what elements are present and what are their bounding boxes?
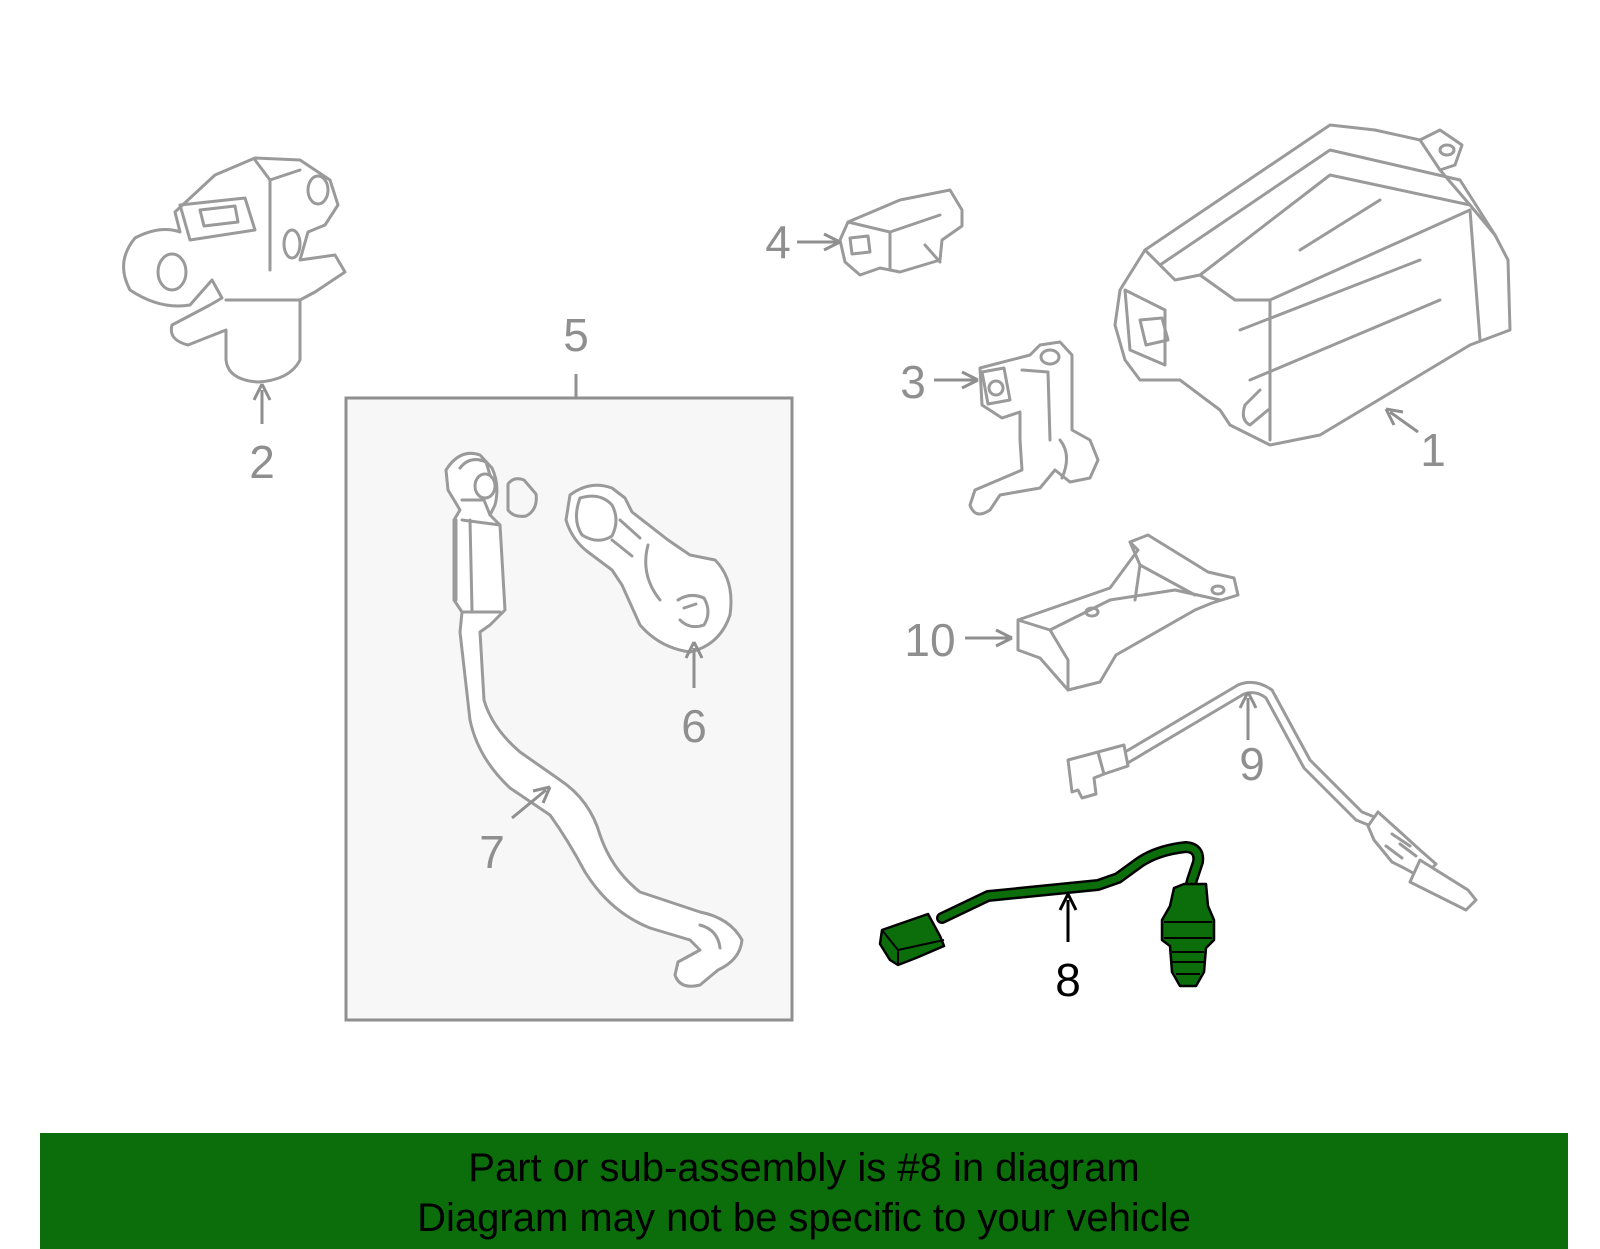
callout-1[interactable]: 1 <box>1420 424 1446 476</box>
part-2-purge-valve[interactable] <box>122 156 347 384</box>
part-3-vent-valve[interactable] <box>968 340 1100 516</box>
leader-3 <box>934 370 979 390</box>
part-6-fitting[interactable] <box>564 483 733 654</box>
leader-8 <box>1058 893 1078 942</box>
leader-7 <box>511 785 552 820</box>
callout-10[interactable]: 10 <box>904 614 955 666</box>
part-10-bracket[interactable] <box>1016 533 1240 692</box>
callout-3[interactable]: 3 <box>900 356 926 408</box>
callout-7[interactable]: 7 <box>479 826 505 878</box>
leader-1 <box>1384 407 1419 434</box>
callout-8[interactable]: 8 <box>1055 954 1081 1006</box>
callout-2[interactable]: 2 <box>249 436 275 488</box>
callout-6[interactable]: 6 <box>681 700 707 752</box>
part-4-connector[interactable] <box>838 188 964 277</box>
banner-line-2: Diagram may not be specific to your vehi… <box>417 1196 1191 1240</box>
leader-9 <box>1238 691 1258 740</box>
leader-10 <box>965 628 1013 648</box>
callout-4[interactable]: 4 <box>765 216 791 268</box>
part-8-oxygen-sensor[interactable] <box>878 841 1216 988</box>
leader-2 <box>252 383 272 424</box>
callout-9[interactable]: 9 <box>1239 738 1265 790</box>
leader-6 <box>684 641 704 688</box>
part-1-charcoal-canister[interactable] <box>1113 123 1512 447</box>
callout-5[interactable]: 5 <box>563 309 589 361</box>
leader-4 <box>797 232 841 252</box>
banner-line-1: Part or sub-assembly is #8 in diagram <box>468 1146 1140 1190</box>
info-banner: Part or sub-assembly is #8 in diagram Di… <box>40 1133 1568 1249</box>
part-9-oxygen-sensor[interactable] <box>1066 680 1478 912</box>
part-7-hose[interactable] <box>444 451 744 988</box>
